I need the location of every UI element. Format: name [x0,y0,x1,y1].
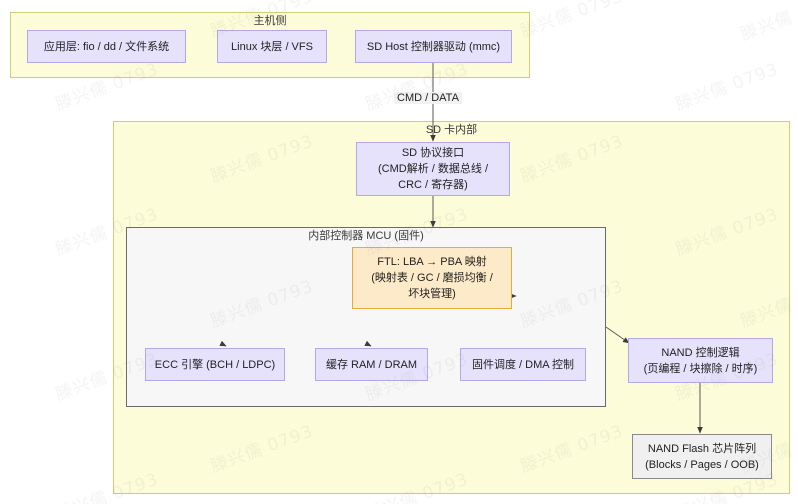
node-ftl[interactable]: FTL: LBA → PBA 映射 (映射表 / GC / 磨损均衡 / 坏块管… [352,247,512,309]
node-sd-host-driver-line-1: SD Host 控制器驱动 (mmc) [366,40,501,53]
node-sd-host-driver[interactable]: SD Host 控制器驱动 (mmc) [355,30,512,63]
watermark-text: 滕兴儒 0793 [673,59,782,115]
node-nand-flash-array-line-1: NAND Flash 芯片阵列 [647,442,757,455]
node-sd-protocol-interface-line-2: (CMD解析 / 数据总线 / [378,163,488,175]
node-nand-control-logic-line-2: (页编程 / 块擦除 / 时序) [643,362,758,375]
node-app-layer[interactable]: 应用层: fio / dd / 文件系统 [27,30,186,63]
node-ftl-line-1: FTL: LBA → PBA 映射 [377,256,487,268]
watermark-text: 滕兴儒 0793 [518,0,627,43]
node-app-layer-line-1: 应用层: fio / dd / 文件系统 [43,40,170,53]
node-nand-control-logic[interactable]: NAND 控制逻辑 (页编程 / 块擦除 / 时序) [628,338,773,383]
node-ftl-line-3: 坏块管理) [408,288,456,300]
mcu-firmware-group-title: 内部控制器 MCU (固件) [308,230,424,242]
edge-label-cmd-data: CMD / DATA [394,92,462,104]
node-sd-protocol-interface[interactable]: SD 协议接口 (CMD解析 / 数据总线 / CRC / 寄存器) [356,142,510,196]
sd-card-internal-group-title: SD 卡内部 [425,124,478,136]
node-nand-flash-array[interactable]: NAND Flash 芯片阵列 (Blocks / Pages / OOB) [632,434,772,479]
node-firmware-dma[interactable]: 固件调度 / DMA 控制 [460,348,586,381]
node-cache-ram-line-1: 缓存 RAM / DRAM [325,358,418,371]
node-nand-control-logic-line-1: NAND 控制逻辑 [661,346,740,359]
node-nand-flash-array-line-2: (Blocks / Pages / OOB) [645,458,759,471]
node-cache-ram[interactable]: 缓存 RAM / DRAM [315,348,428,381]
node-firmware-dma-line-1: 固件调度 / DMA 控制 [471,358,575,371]
node-block-layer[interactable]: Linux 块层 / VFS [217,30,327,63]
node-ecc-engine-line-1: ECC 引擎 (BCH / LDPC) [154,358,276,371]
node-ecc-engine[interactable]: ECC 引擎 (BCH / LDPC) [145,348,285,381]
node-sd-protocol-interface-line-1: SD 协议接口 [401,147,465,159]
node-ftl-line-2: (映射表 / GC / 磨损均衡 / [371,272,493,284]
node-block-layer-line-1: Linux 块层 / VFS [231,40,313,53]
host-side-group-title: 主机侧 [253,15,287,27]
node-sd-protocol-interface-line-3: CRC / 寄存器) [398,179,468,191]
watermark-text: 滕兴儒 0793 [738,0,798,45]
